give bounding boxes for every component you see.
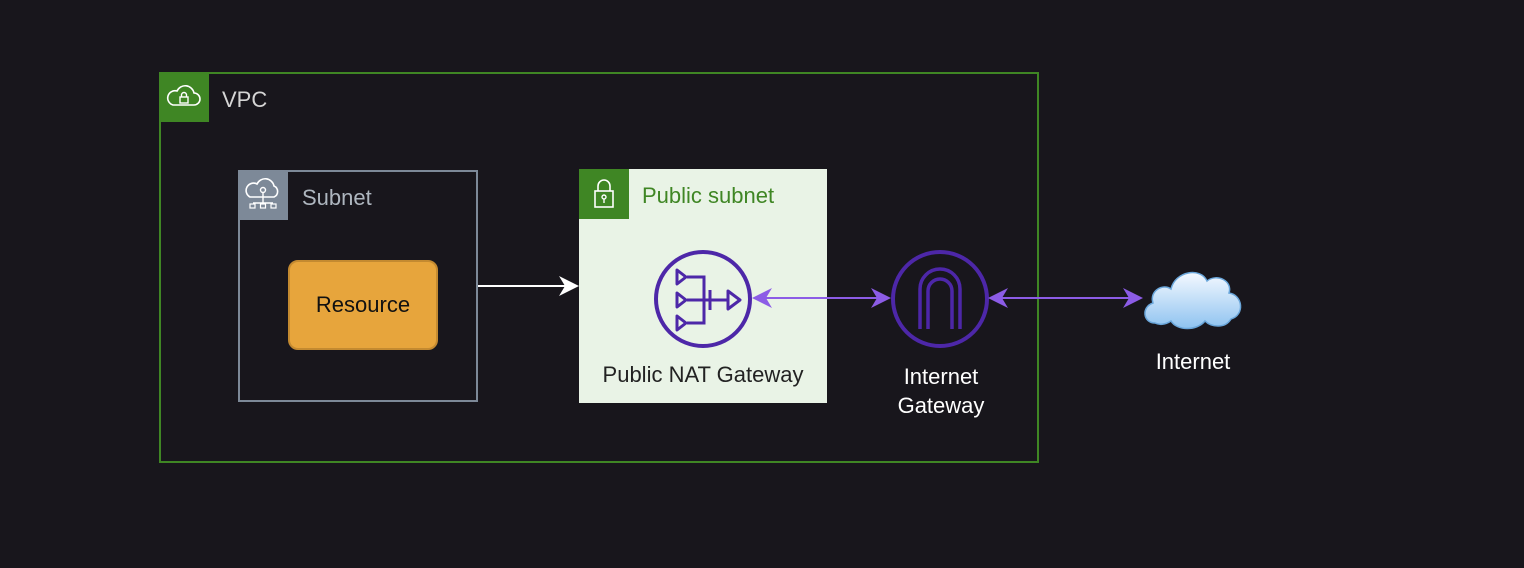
vpc-icon-badge <box>159 72 209 122</box>
resource-label: Resource <box>315 292 411 317</box>
vpc-label: VPC <box>222 87 268 112</box>
subnet-icon-badge <box>238 170 288 220</box>
lock-icon <box>594 179 614 208</box>
subnet-label: Subnet <box>302 185 372 210</box>
nat-gateway-label: Public NAT Gateway <box>602 362 804 387</box>
public-subnet-label: Public subnet <box>642 183 775 208</box>
internet-label: Internet <box>1155 349 1231 374</box>
subnet-group <box>238 170 478 402</box>
internet-gateway-label: Internet Gateway <box>897 364 985 418</box>
nat-gateway-icon[interactable] <box>652 248 754 350</box>
public-subnet-icon-badge <box>579 169 629 219</box>
internet-gateway-icon[interactable] <box>890 249 990 349</box>
resource-box[interactable]: Resource <box>288 260 438 350</box>
vpc-cloud-lock-icon <box>166 85 201 106</box>
vpc-group <box>159 72 1039 463</box>
cloud-icon[interactable] <box>1141 263 1245 331</box>
subnet-cloud-network-icon <box>245 178 279 209</box>
